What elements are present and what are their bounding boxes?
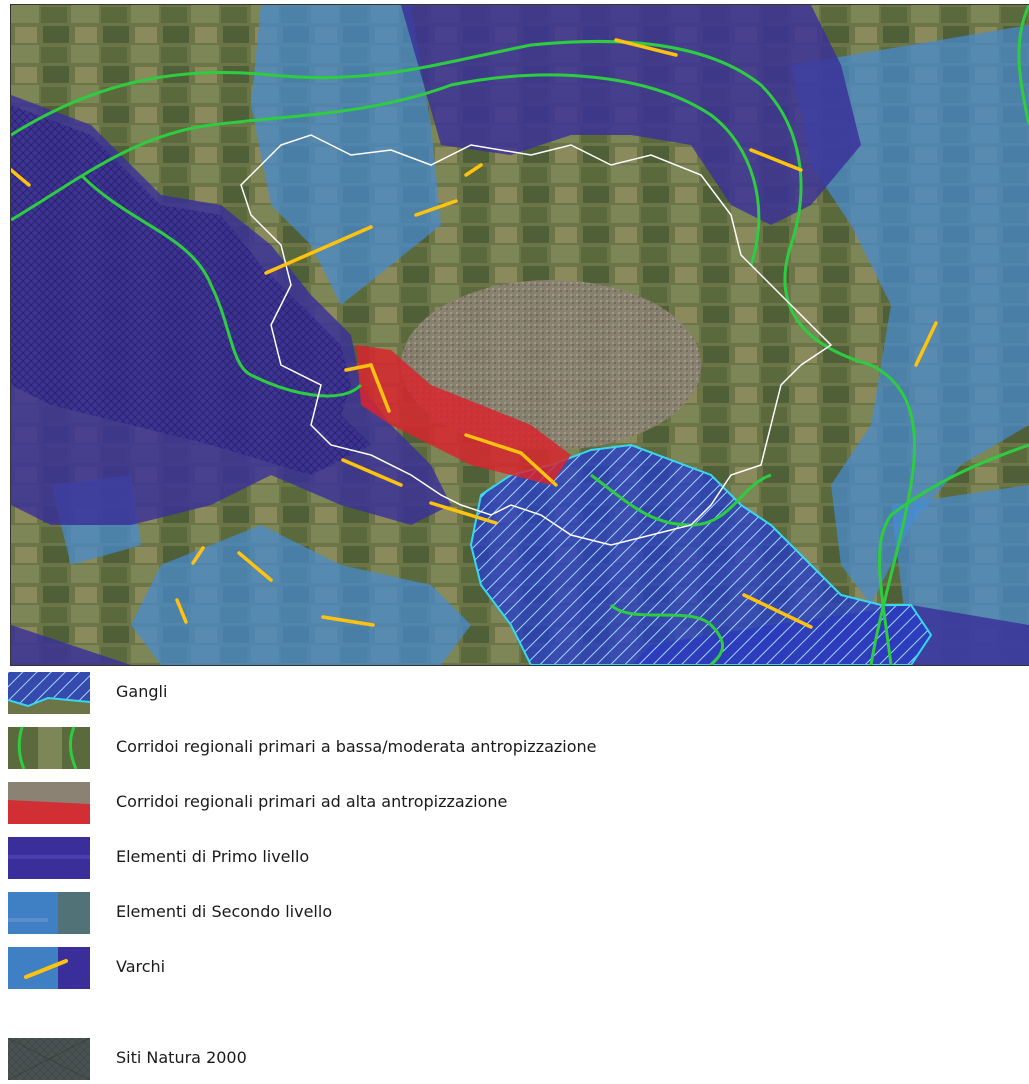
legend-item-secondo-livello: Elementi di Secondo livello [8, 892, 1008, 938]
legend-label-primo-livello: Elementi di Primo livello [116, 847, 310, 866]
gangli-swatch [8, 672, 90, 714]
corridoi-bassa-layer [11, 5, 1029, 665]
legend-label-corridoi-alta: Corridoi regionali primari ad alta antro… [116, 792, 508, 811]
map-view[interactable] [10, 4, 1029, 666]
legend-item-siti-natura: Siti Natura 2000 [8, 1038, 1008, 1084]
map-canvas [11, 5, 1029, 665]
legend-item-corridoi-bassa: Corridoi regionali primari a bassa/moder… [8, 727, 1008, 773]
legend-item-gangli: Gangli [8, 672, 1008, 718]
legend-label-gangli: Gangli [116, 682, 168, 701]
varchi-layer [11, 38, 938, 629]
legend-item-primo-livello: Elementi di Primo livello [8, 837, 1008, 883]
varchi-swatch [8, 947, 90, 989]
legend-label-varchi: Varchi [116, 957, 166, 976]
legend: Gangli Corridoi regionali primari a bass… [8, 672, 1018, 1080]
legend-item-varchi: Varchi [8, 947, 1008, 993]
legend-label-corridoi-bassa: Corridoi regionali primari a bassa/moder… [116, 737, 597, 756]
legend-label-siti-natura: Siti Natura 2000 [116, 1048, 247, 1067]
legend-label-secondo-livello: Elementi di Secondo livello [116, 902, 333, 921]
siti-natura-layer [11, 105, 371, 475]
siti-natura-swatch [8, 1038, 90, 1080]
legend-item-corridoi-alta: Corridoi regionali primari ad alta antro… [8, 782, 1008, 828]
corridoi-bassa-swatch [8, 727, 90, 769]
municipal-boundary [240, 134, 833, 546]
corridoi-alta-swatch [8, 782, 90, 824]
secondo-livello-swatch [8, 892, 90, 934]
primo-livello-swatch [8, 837, 90, 879]
gangli-layer [469, 443, 933, 665]
